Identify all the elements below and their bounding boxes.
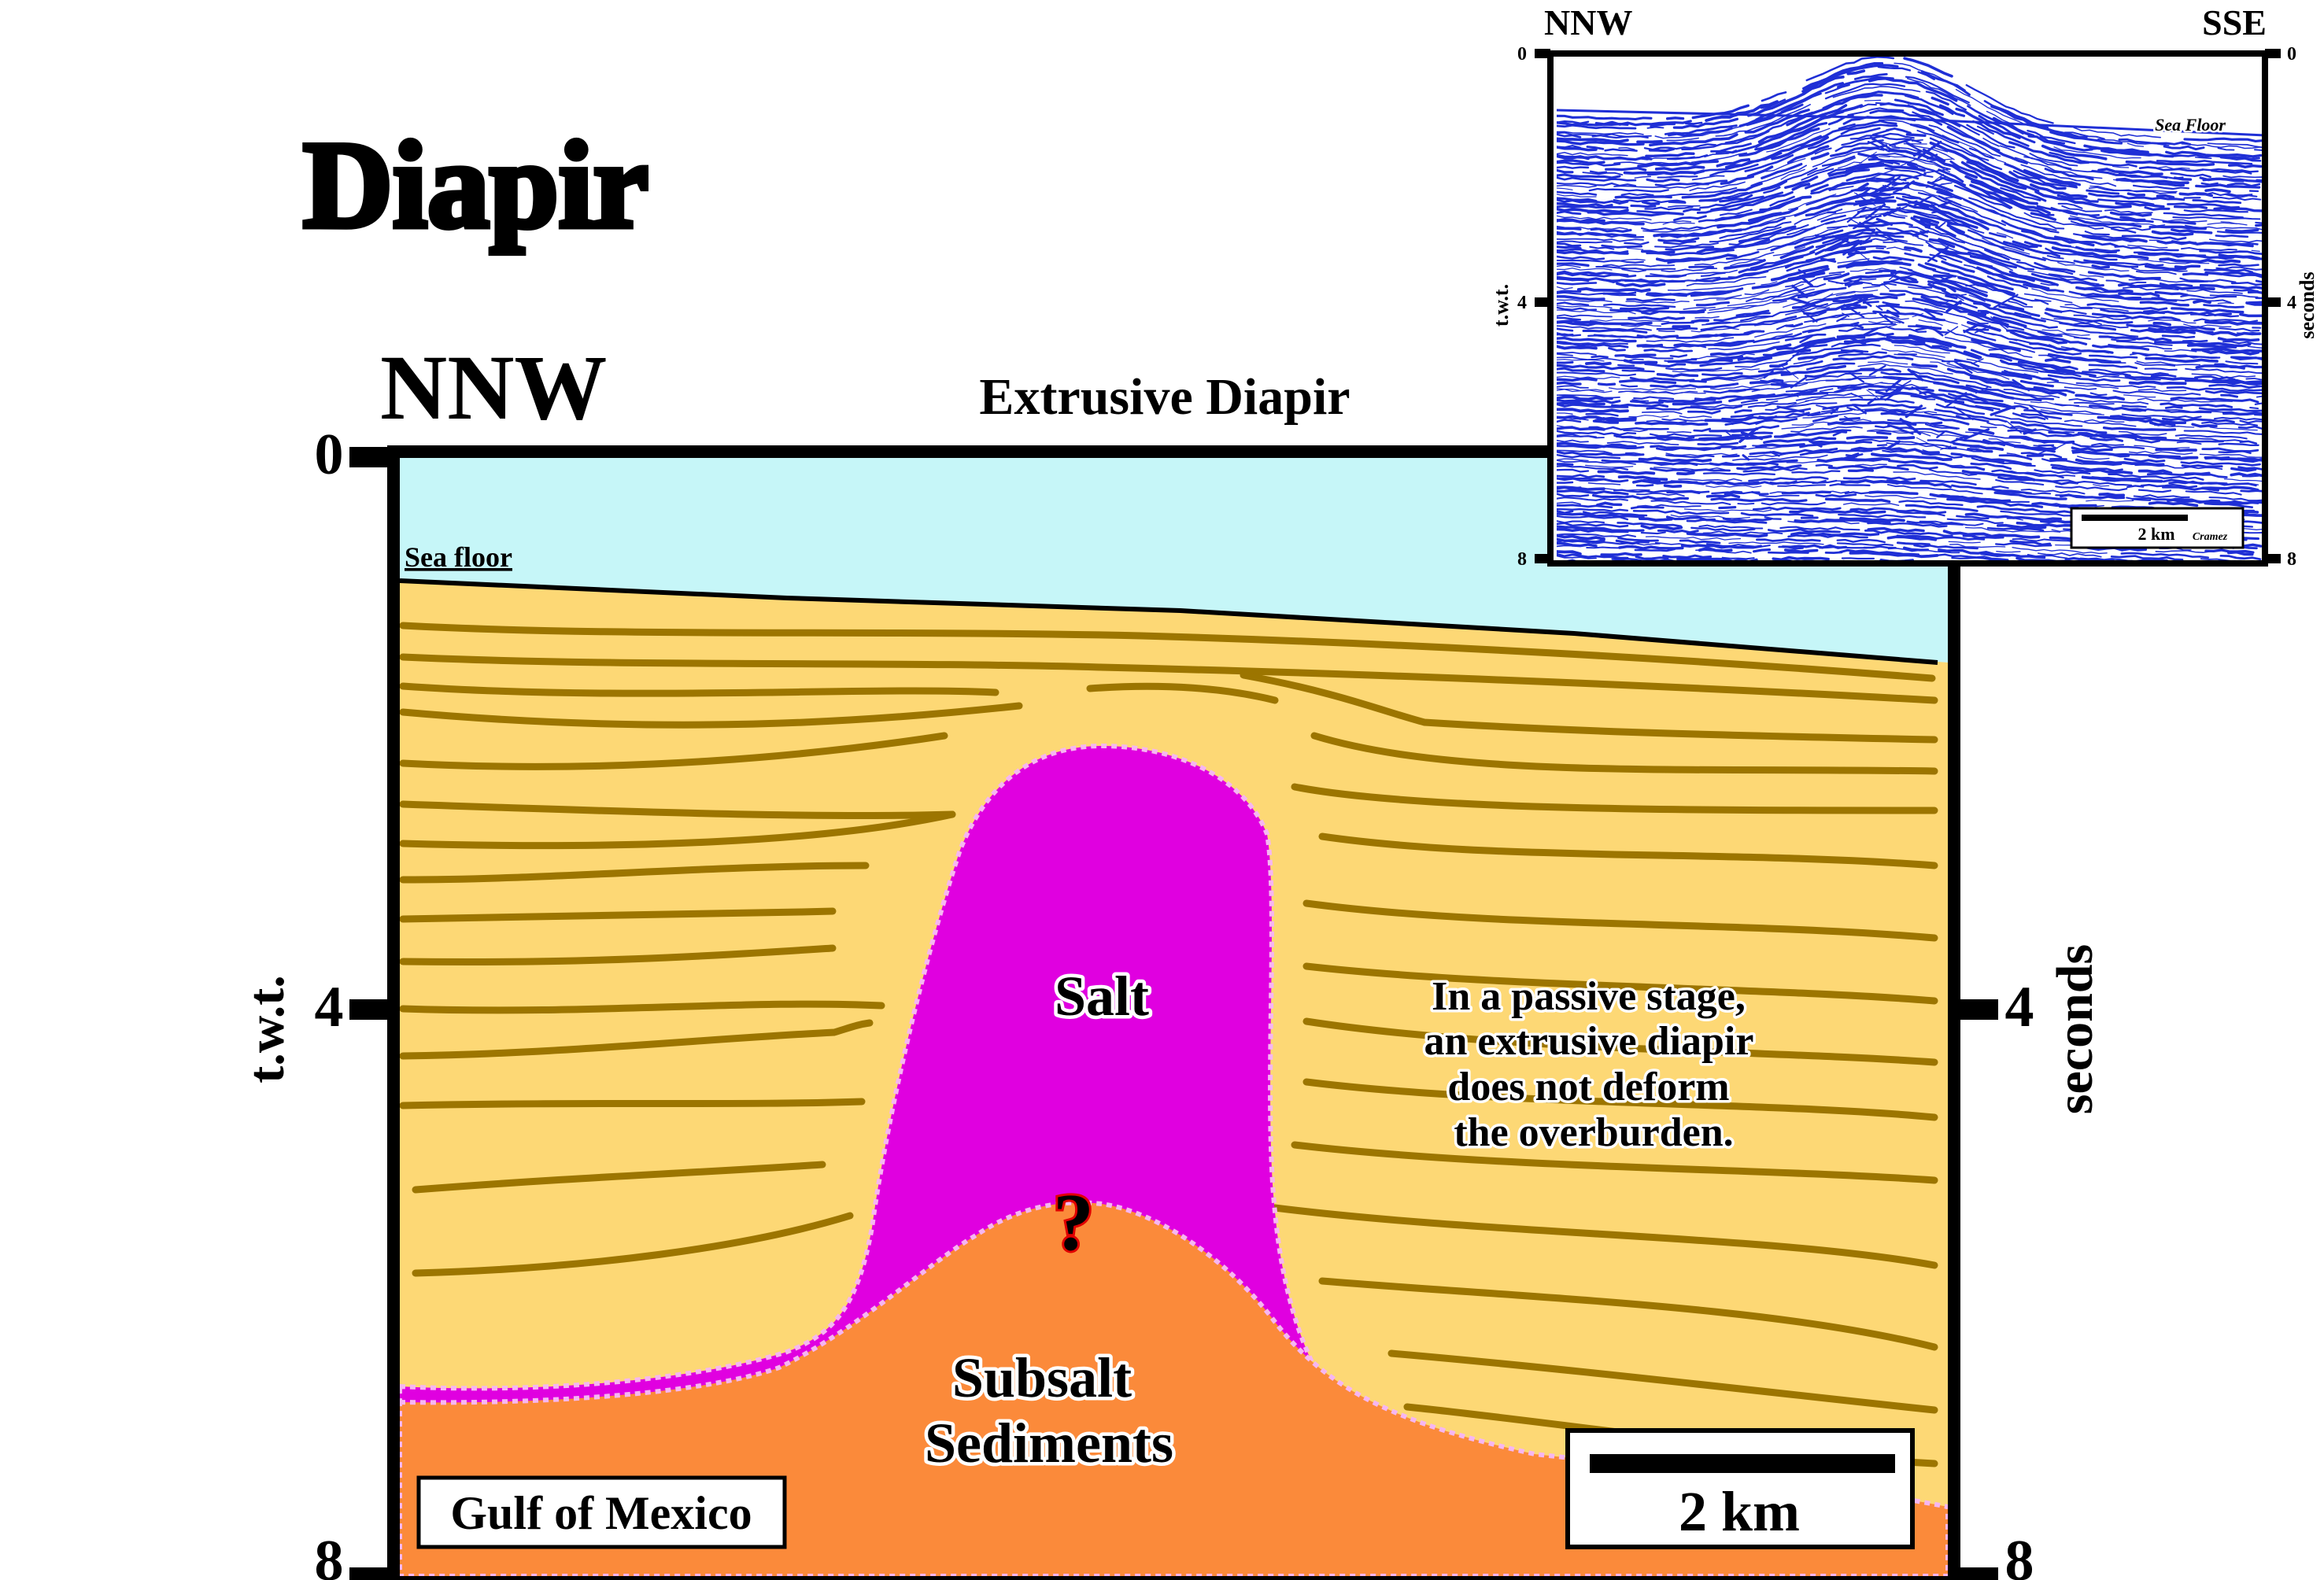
inset-sea-floor-label: Sea Floor [2155,115,2226,135]
section-tick-marks [349,447,1998,1580]
section-heading: Extrusive Diapir [979,368,1350,426]
inset-left-tick-4: 4 [1517,293,1527,313]
figure-title: Diapir [303,116,648,254]
subsalt-label: Subsalt Sediments [925,1346,1173,1475]
scale-bar [1590,1454,1895,1473]
overburden-horizons [400,622,1938,1467]
inset-frame [1547,50,2268,567]
left-tick-4: 4 [315,975,344,1039]
inset-direction-sse: SSE [2202,2,2267,42]
right-tick-4: 4 [2005,975,2034,1039]
inset-right-tick-8: 8 [2287,549,2296,570]
inset-left-axis-label: t.w.t. [1490,284,1513,327]
passive-stage-annotation: In a passive stage, an extrusive diapir … [1424,974,1764,1155]
inset-right-tick-0: 0 [2287,44,2296,65]
inset-scale-bar [2082,515,2188,521]
right-tick-8: 8 [2005,1529,2034,1580]
inset-credit: Cramez [2193,531,2228,543]
salt-label: Salt [1055,965,1149,1028]
location-label: Gulf of Mexico [450,1487,752,1539]
left-tick-8: 8 [315,1529,344,1580]
seismic-inset: Sea Floor 2 km Cramez NNW SSE 0 4 8 0 4 … [1490,2,2318,570]
section-direction-nnw: NNW [380,336,607,439]
left-tick-0: 0 [315,423,344,487]
seafloor-line [400,578,1938,665]
right-axis-label: seconds [2046,944,2104,1114]
scale-box: 2 km [1565,1428,1915,1549]
question-mark: ? [1053,1177,1094,1268]
cross-section [400,458,1948,1576]
inset-tick-marks [1535,49,2281,563]
inset-direction-nnw: NNW [1544,2,1632,42]
inset-scale-label: 2 km [2137,524,2174,544]
inset-right-axis-label: seconds [2296,271,2318,338]
inset-left-tick-0: 0 [1517,44,1527,65]
scale-label: 2 km [1679,1480,1800,1543]
seismic-reflections [1557,57,2265,560]
inset-right-tick-4: 4 [2287,293,2296,313]
sea-floor-label: Sea floor [405,541,512,573]
location-box: Gulf of Mexico [416,1475,787,1549]
left-axis-label: t.w.t. [238,975,295,1083]
inset-left-tick-8: 8 [1517,549,1527,570]
inset-scale-box: 2 km Cramez [2070,507,2245,549]
